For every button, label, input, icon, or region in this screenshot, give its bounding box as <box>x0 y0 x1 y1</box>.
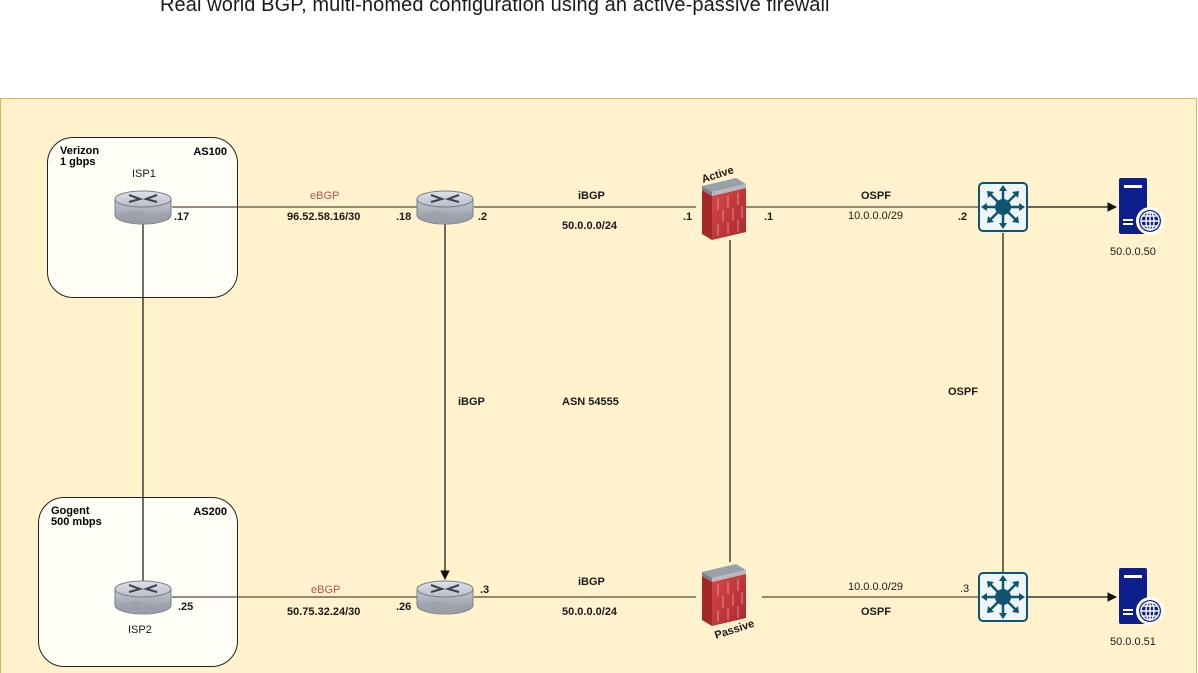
fw2-sw-subnet: 10.0.0.0/29 <box>848 581 904 593</box>
server2-icon[interactable] <box>1118 567 1165 626</box>
ip-edge1-fw-left: .2 <box>478 211 488 223</box>
ip-isp1-edge-left: .17 <box>174 211 190 223</box>
server1-icon[interactable] <box>1118 177 1165 236</box>
edge1-fw-protocol: iBGP <box>578 190 605 202</box>
ip-edge1-fw-right: .1 <box>683 211 693 223</box>
isp2-provider: Gogent 500 mbps <box>51 506 102 528</box>
isp2-speed: 500 mbps <box>51 516 102 528</box>
isp2-edge-protocol: eBGP <box>311 584 341 596</box>
ip-fw1-sw-right: .2 <box>958 211 968 223</box>
isp1-provider-name: Verizon <box>60 145 100 157</box>
switch1-icon[interactable] <box>978 182 1028 232</box>
server1-ip: 50.0.0.50 <box>1110 246 1156 258</box>
firewall-active-icon[interactable] <box>701 177 747 241</box>
page-title: Real world BGP, multi-homed configuratio… <box>160 0 830 16</box>
isp1-router-label: ISP1 <box>132 168 156 180</box>
fw1-sw-protocol: OSPF <box>861 190 891 202</box>
asn-label: ASN 54555 <box>562 396 619 408</box>
edge2-fw-protocol: iBGP <box>578 576 605 588</box>
isp2-router-label: ISP2 <box>128 624 152 636</box>
isp1-speed: 1 gbps <box>60 156 96 168</box>
isp1-asn: AS100 <box>193 146 227 158</box>
isp1-edge-protocol: eBGP <box>310 190 340 202</box>
edge-vertical-protocol: iBGP <box>458 396 485 408</box>
fw2-sw-protocol: OSPF <box>861 606 891 618</box>
fw1-sw-subnet: 10.0.0.0/29 <box>848 210 904 222</box>
ip-isp2-edge-left: .25 <box>178 601 194 613</box>
edge2-fw-subnet: 50.0.0.0/24 <box>562 606 618 618</box>
isp2-provider-name: Gogent <box>51 505 90 517</box>
isp1-provider: Verizon 1 gbps <box>60 146 99 168</box>
router-edge1-icon[interactable] <box>416 190 474 225</box>
isp2-asn: AS200 <box>193 506 227 518</box>
edge1-fw-subnet: 50.0.0.0/24 <box>562 220 618 232</box>
router-isp1-icon[interactable] <box>114 190 172 225</box>
server2-ip: 50.0.0.51 <box>1110 636 1156 648</box>
sw-vertical-protocol: OSPF <box>948 386 978 398</box>
ip-fw1-sw-left: .1 <box>764 211 774 223</box>
ip-edge2-fw-left: .3 <box>480 584 490 596</box>
ip-fw2-sw-right: .3 <box>960 583 970 595</box>
switch2-icon[interactable] <box>978 572 1028 622</box>
ip-isp2-edge-right: .26 <box>396 601 412 613</box>
router-isp2-icon[interactable] <box>114 580 172 615</box>
isp1-edge-subnet: 96.52.58.16/30 <box>287 211 361 223</box>
ip-isp1-edge-right: .18 <box>396 211 412 223</box>
router-edge2-icon[interactable] <box>416 580 474 615</box>
firewall-passive-icon[interactable] <box>701 563 747 627</box>
isp1-group[interactable]: Verizon 1 gbps AS100 <box>47 137 238 298</box>
isp2-edge-subnet: 50.75.32.24/30 <box>287 606 361 618</box>
